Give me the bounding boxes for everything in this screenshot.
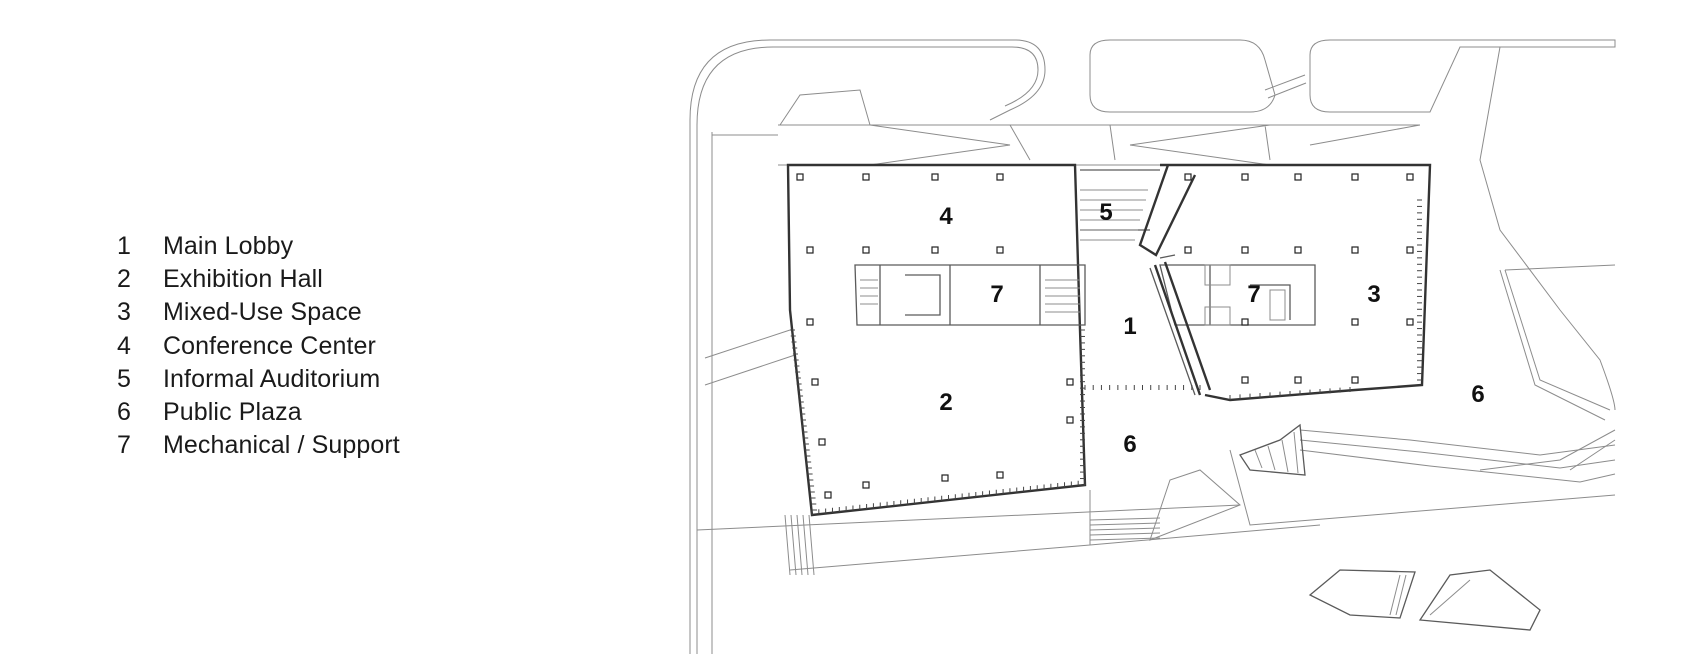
- structural-column: [1351, 376, 1359, 384]
- structural-column: [824, 491, 832, 499]
- structural-column: [931, 173, 939, 181]
- structural-column: [1351, 246, 1359, 254]
- legend-item: 6 Public Plaza: [117, 398, 400, 431]
- plaza-boundary: [1229, 449, 1616, 526]
- legend-item: 3 Mixed-Use Space: [117, 298, 400, 331]
- plaza-stair-treads: [1254, 431, 1299, 474]
- crosswalk-hatch: [1089, 517, 1161, 541]
- structural-column: [862, 173, 870, 181]
- plaza-sweep: [1479, 429, 1616, 471]
- west-core: [854, 264, 1086, 326]
- structural-column: [818, 438, 826, 446]
- room-label-mechanical-west: 7: [990, 281, 1003, 308]
- lobby-ramp: [1138, 164, 1212, 396]
- building-west-block: [786, 163, 1087, 517]
- legend-item: 7 Mechanical / Support: [117, 431, 400, 464]
- legend-label: Mixed-Use Space: [163, 298, 362, 327]
- legend-label: Public Plaza: [163, 397, 302, 426]
- canopy-block-right: [1309, 39, 1616, 113]
- west-core-stairs: [860, 279, 1080, 313]
- structural-column: [806, 246, 814, 254]
- ramp-hatch: [784, 514, 815, 576]
- site-curb-outer: [689, 39, 1046, 654]
- structural-column: [1406, 246, 1414, 254]
- structural-column: [1066, 378, 1074, 386]
- structural-column: [862, 246, 870, 254]
- legend-item: 4 Conference Center: [117, 332, 400, 365]
- structural-column: [811, 378, 819, 386]
- building-east-block: [1160, 163, 1432, 402]
- structural-column: [931, 246, 939, 254]
- structural-column: [1184, 246, 1192, 254]
- plaza-stair: [1239, 423, 1306, 476]
- room-label-informal-auditorium: 5: [1099, 199, 1112, 226]
- structural-column: [1184, 173, 1192, 181]
- legend-number: 6: [117, 397, 132, 426]
- structural-column: [1294, 173, 1302, 181]
- legend-number: 4: [117, 331, 132, 360]
- room-label-main-lobby: 1: [1123, 313, 1136, 340]
- site-curb-inner: [696, 46, 1039, 654]
- structural-column: [1241, 318, 1249, 326]
- structural-column: [1241, 246, 1249, 254]
- legend-label: Mechanical / Support: [163, 431, 400, 460]
- legend-number: 1: [117, 232, 132, 260]
- structural-column: [806, 318, 814, 326]
- structural-column: [996, 246, 1004, 254]
- landscape-curve: [1479, 46, 1616, 411]
- legend-label: Exhibition Hall: [163, 265, 323, 294]
- legend-item: 2 Exhibition Hall: [117, 265, 400, 298]
- landscape-curve: [1504, 264, 1616, 271]
- structural-column: [996, 471, 1004, 479]
- east-core-equipment: [1204, 264, 1286, 326]
- legend-label: Main Lobby: [163, 232, 294, 260]
- structural-column: [796, 173, 804, 181]
- legend-item: 5 Informal Auditorium: [117, 365, 400, 398]
- legend-label: Informal Auditorium: [163, 364, 381, 393]
- room-label-conference-center: 4: [939, 203, 953, 230]
- structural-column: [1241, 173, 1249, 181]
- room-label-public-plaza-east: 6: [1471, 381, 1484, 408]
- legend-number: 7: [117, 431, 132, 460]
- structural-column: [1066, 416, 1074, 424]
- room-label-mechanical-east: 7: [1247, 281, 1260, 308]
- landscape-curve: [1499, 269, 1611, 421]
- legend: 1 Main Lobby 2 Exhibition Hall 3 Mixed-U…: [117, 232, 400, 464]
- paving-triangle: [1149, 469, 1241, 541]
- plaza-island: [1418, 569, 1541, 631]
- room-label-mixed-use-space: 3: [1367, 281, 1380, 308]
- legend-number: 3: [117, 298, 132, 327]
- room-label-exhibition-hall: 2: [939, 389, 952, 416]
- legend-number: 5: [117, 364, 132, 393]
- structural-column: [996, 173, 1004, 181]
- legend-label: Conference Center: [163, 331, 376, 360]
- structural-column: [1406, 318, 1414, 326]
- paving-line: [696, 490, 1321, 571]
- room-label-public-plaza-south: 6: [1123, 431, 1136, 458]
- left-annex: [704, 134, 796, 390]
- structural-column: [1241, 376, 1249, 384]
- structural-column: [1406, 173, 1414, 181]
- structural-column: [1351, 173, 1359, 181]
- canopy-block-center: [1089, 39, 1276, 113]
- island-hatch: [1389, 574, 1471, 616]
- structural-column: [862, 481, 870, 489]
- canopy-block-left: [779, 89, 871, 126]
- lobby-ramp-rail: [1149, 254, 1196, 396]
- structural-column: [1294, 246, 1302, 254]
- auditorium-tiers: [1080, 189, 1148, 241]
- structural-column: [1351, 318, 1359, 326]
- structural-column: [941, 474, 949, 482]
- structural-column: [1294, 376, 1302, 384]
- entrance-band: [778, 124, 1421, 166]
- structural-columns: [796, 173, 1414, 499]
- legend-number: 2: [117, 265, 132, 294]
- canopy-connector: [1264, 74, 1307, 99]
- legend-item: 1 Main Lobby: [117, 232, 400, 265]
- plaza-island: [1308, 569, 1416, 619]
- facade-mullions: [790, 199, 1422, 515]
